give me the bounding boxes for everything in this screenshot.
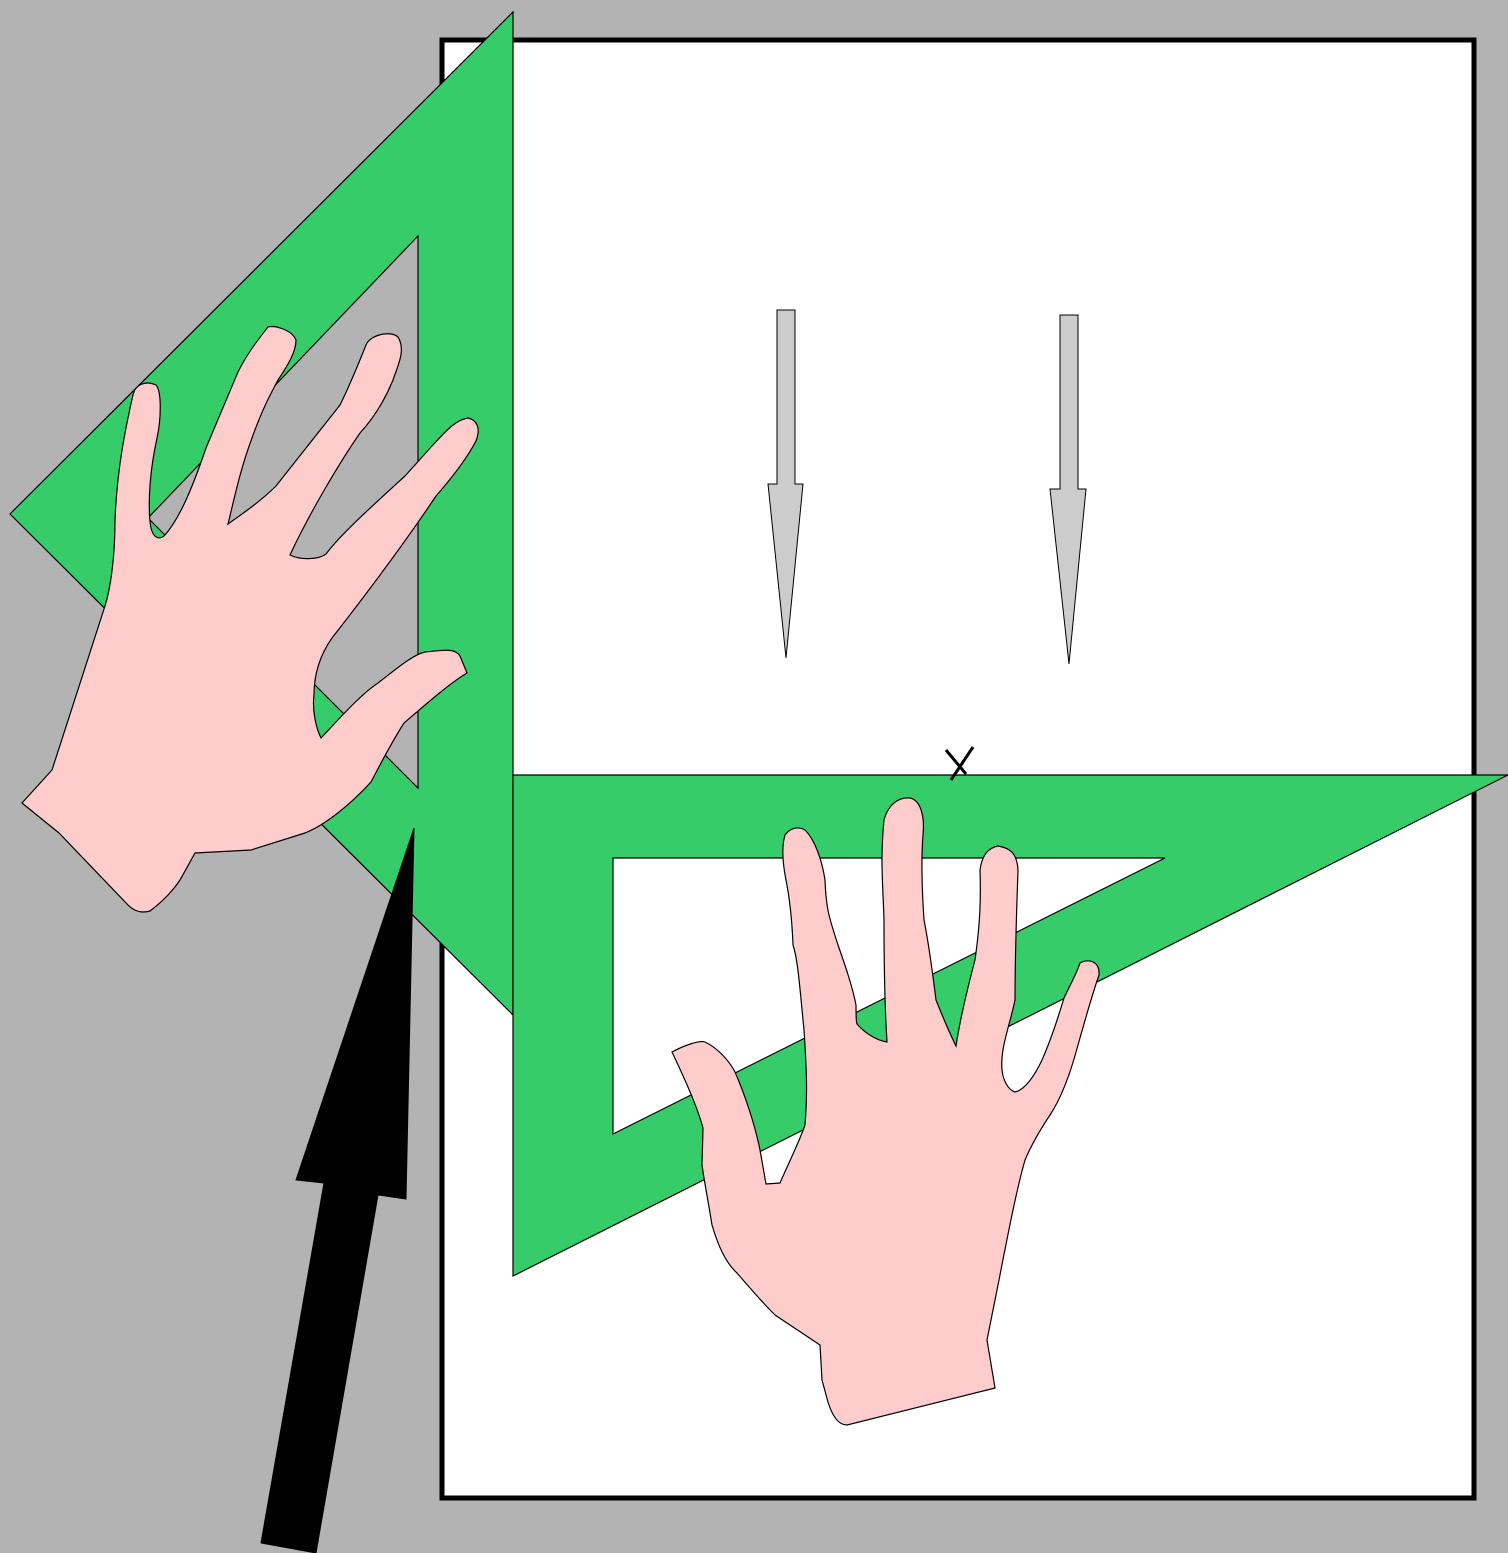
hand-holding-45-square	[21, 325, 479, 913]
pencil-direction-arrow	[260, 827, 415, 1553]
slide-down-arrow	[1049, 314, 1087, 665]
x-cross-mark	[944, 746, 975, 781]
slide-down-arrow	[767, 309, 804, 659]
hand-holding-30-60-square	[671, 797, 1100, 1426]
